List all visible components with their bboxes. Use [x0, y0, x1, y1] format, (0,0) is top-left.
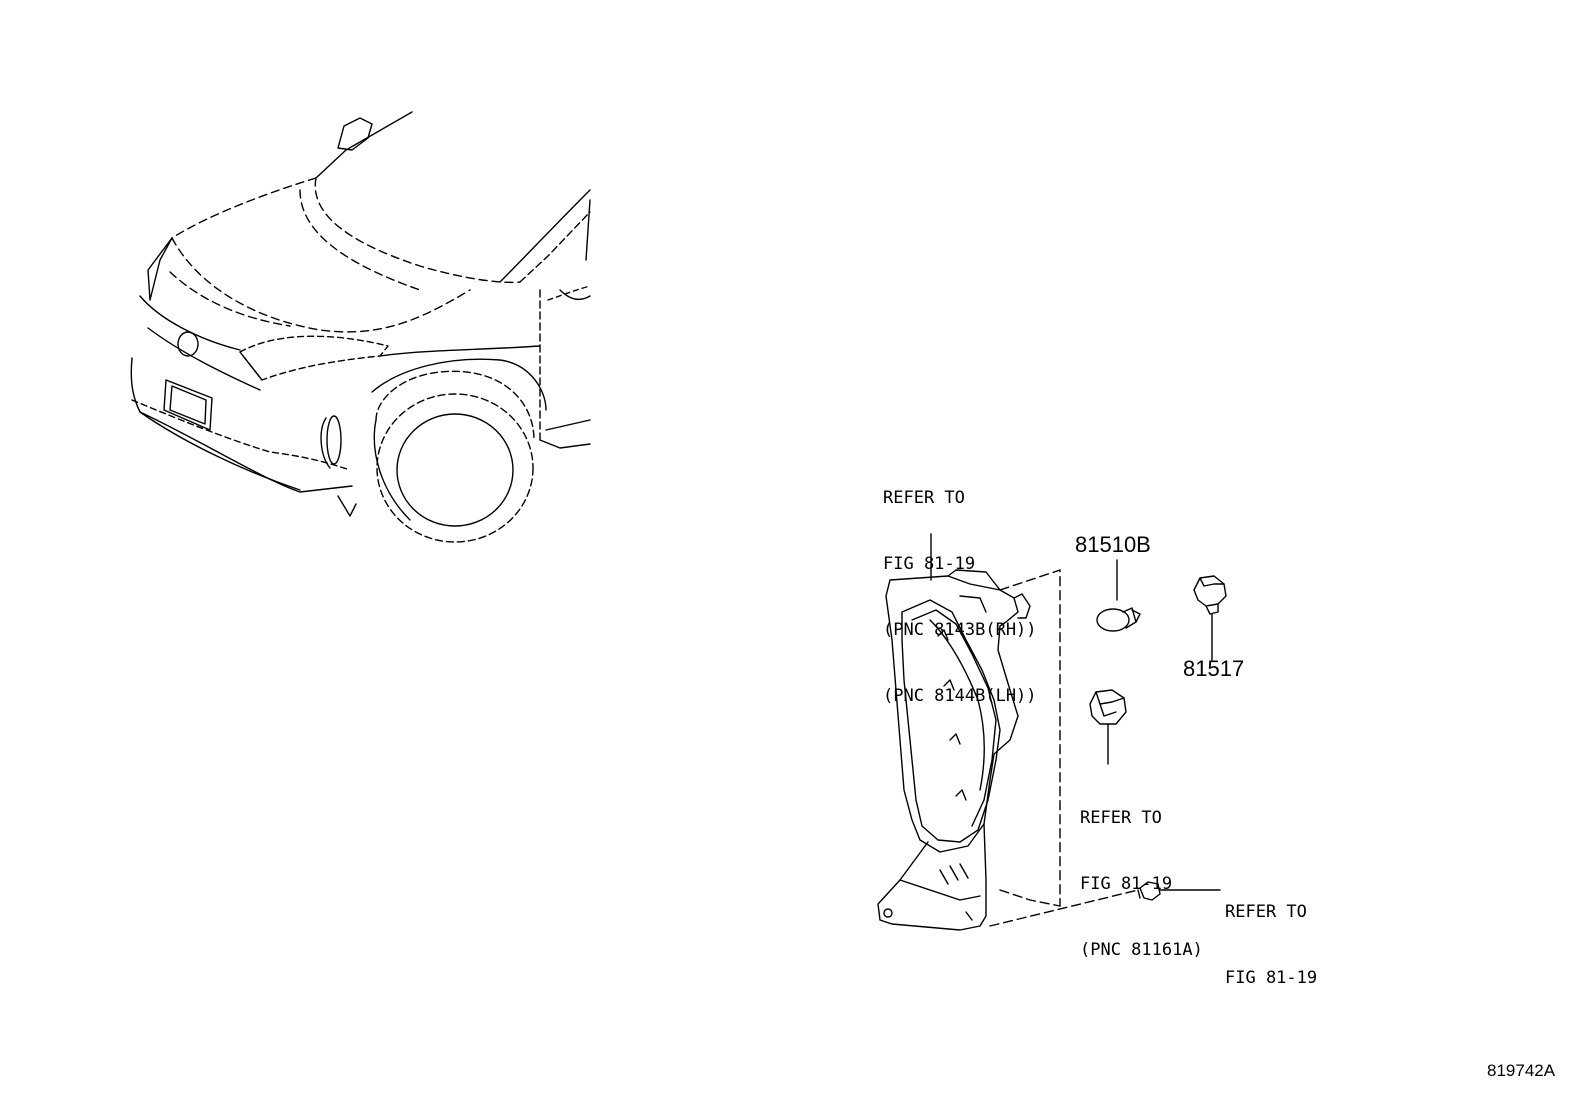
fog-lamp-assembly: [878, 534, 1138, 930]
screw-reference-callout: REFER TO FIG 81-19: [1225, 857, 1317, 1011]
headlamp-ref-line-4: (PNC 8144B(LH)): [883, 686, 1037, 706]
figure-id: 819742A: [1487, 1061, 1556, 1080]
socket-81517-illustration: [1194, 576, 1226, 660]
screw-illustration: [1138, 882, 1220, 900]
socket-reference-callout: REFER TO FIG 81-19 (PNC 81161A): [1080, 763, 1203, 983]
headlamp-ref-line-1: REFER TO: [883, 488, 965, 508]
socket-ref-line-2: FIG 81-19: [1080, 874, 1173, 894]
bulb-part-number: 81510B: [1075, 532, 1151, 557]
socket-81161a-illustration: [1090, 690, 1126, 764]
headlamp-ref-line-3: (PNC 8143B(RH)): [883, 620, 1037, 640]
screw-ref-line-2: FIG 81-19: [1225, 968, 1318, 988]
socket-ref-line-3: (PNC 81161A): [1080, 940, 1203, 960]
socket-part-number: 81517: [1183, 656, 1245, 681]
headlamp-reference-callout: REFER TO FIG 81-19 (PNC 8143B(RH)) (PNC …: [883, 443, 1037, 729]
socket-ref-line-1: REFER TO: [1080, 808, 1162, 828]
vehicle-illustration: [131, 112, 590, 542]
headlamp-ref-line-2: FIG 81-19: [883, 554, 976, 574]
bulb-81510b-illustration: [1097, 560, 1140, 631]
screw-ref-line-1: REFER TO: [1225, 902, 1307, 922]
